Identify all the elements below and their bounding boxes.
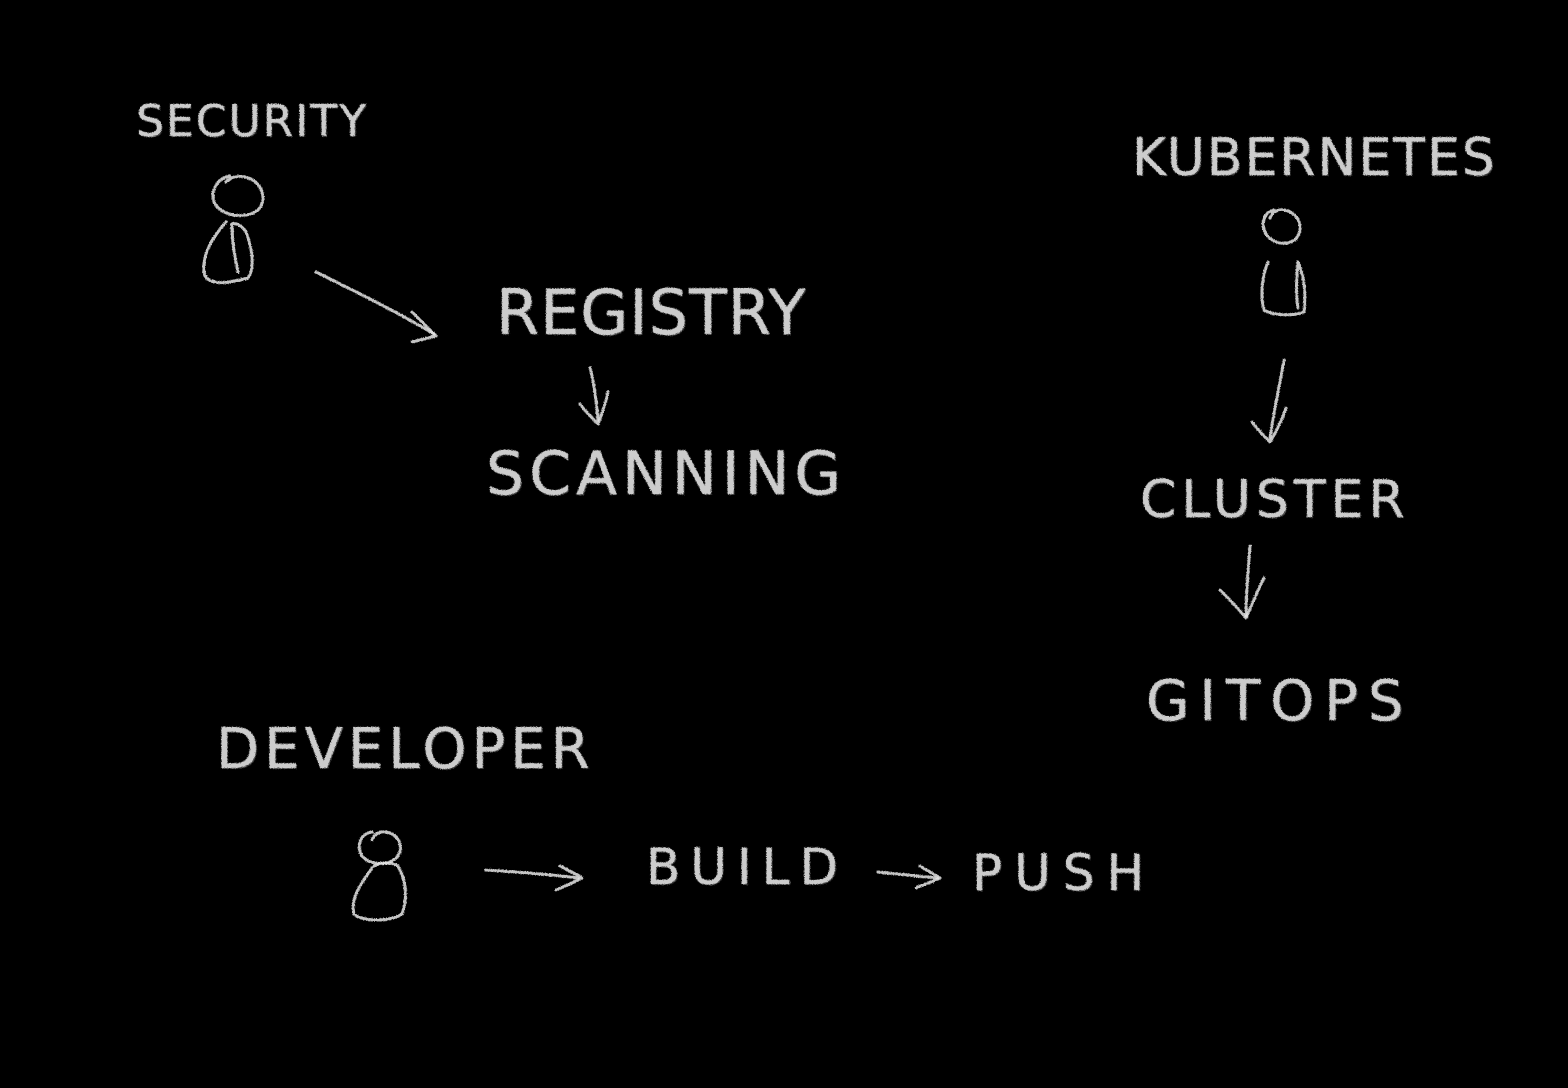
kubernetes-label: KUBERNETES (1132, 128, 1497, 188)
arrow-kubernetes-to-cluster (1250, 358, 1288, 444)
arrow-registry-to-scanning (578, 366, 610, 426)
arrow-cluster-to-gitops (1218, 544, 1266, 620)
scanning-label: SCANNING (486, 439, 846, 509)
developer-label: DEVELOPER (216, 717, 595, 782)
arrow-build-to-push (876, 864, 942, 890)
arrow-developer-to-build (484, 864, 584, 892)
push-label: PUSH (972, 844, 1157, 902)
arrow-security-to-registry (314, 270, 438, 344)
registry-label: REGISTRY (496, 276, 807, 349)
gitops-label: GITOPS (1146, 669, 1414, 734)
cluster-label: CLUSTER (1140, 470, 1410, 530)
kubernetes-person-icon (1260, 208, 1307, 317)
developer-person-icon (351, 830, 407, 922)
build-label: BUILD (646, 838, 849, 896)
security-label: SECURITY (136, 96, 368, 147)
security-person-icon (202, 174, 265, 284)
